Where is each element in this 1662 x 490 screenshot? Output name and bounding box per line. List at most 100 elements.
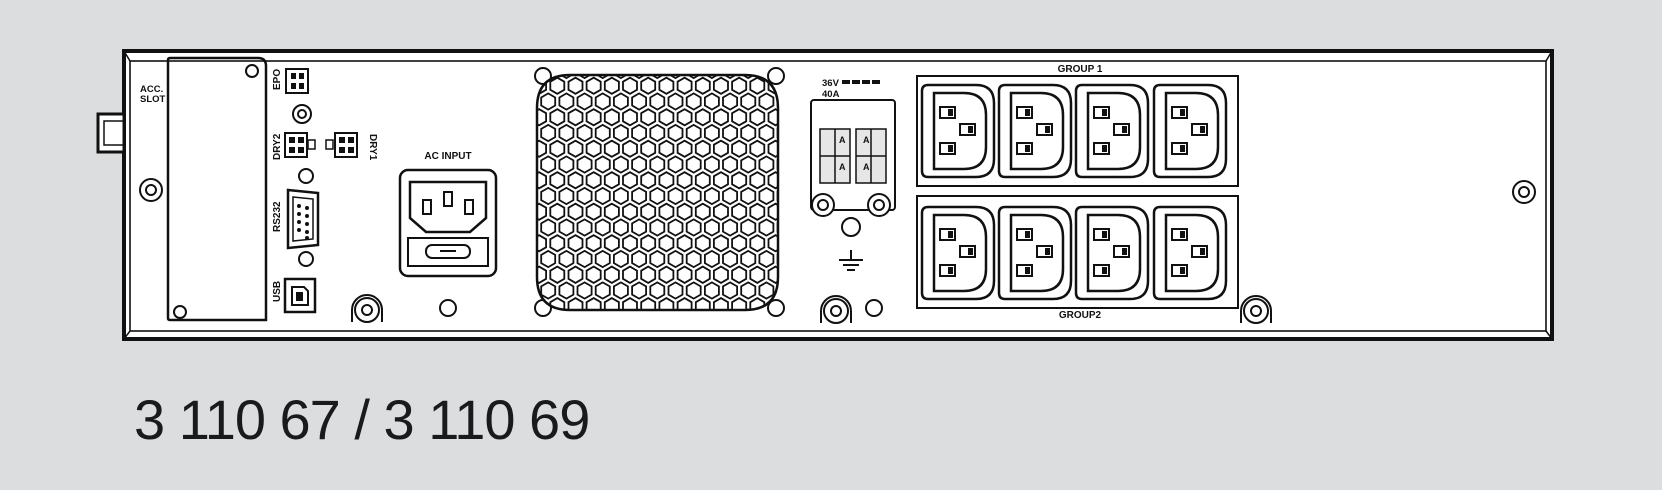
usb-label: USB xyxy=(272,281,283,302)
fan-grill-cell xyxy=(667,123,684,143)
fan-grill-cell xyxy=(622,139,638,158)
fan-grill-cell xyxy=(758,218,775,237)
ac-input[interactable]: AC INPUT xyxy=(398,151,498,278)
screw-icon xyxy=(245,64,259,78)
fan-grill-cell xyxy=(603,297,620,310)
fan-grill-cell xyxy=(558,92,575,111)
rs232-port[interactable]: RS232 xyxy=(272,188,320,250)
fan-grill-cell xyxy=(776,123,778,143)
fan-grill-cell xyxy=(685,281,702,300)
fan-grill-cell xyxy=(537,234,547,253)
fan-grill-cell xyxy=(713,171,729,190)
fan-grill-cell xyxy=(540,155,557,174)
fan-grill-cell xyxy=(594,155,611,174)
ground-icon xyxy=(839,250,863,271)
iec-c13-outlet-icon[interactable] xyxy=(920,205,996,301)
fan-grill-cell xyxy=(749,297,766,310)
fan-grill-cell xyxy=(658,171,675,190)
fan-grill-cell xyxy=(549,202,566,221)
epo-label: EPO xyxy=(272,69,283,90)
fan-grill-cell xyxy=(758,123,775,143)
fan-grill-cell xyxy=(776,92,778,111)
fan-grill-cell xyxy=(694,297,711,310)
fan-grill-cell xyxy=(567,202,584,221)
fan-grill-cell xyxy=(576,155,593,174)
usb-port[interactable]: USB xyxy=(272,277,317,314)
fan-grill-cell xyxy=(667,92,684,111)
fan-grill-cell xyxy=(704,92,720,111)
rs232-label: RS232 xyxy=(272,201,283,232)
fan-grill-cell xyxy=(676,108,693,127)
iec-c13-outlet-icon[interactable] xyxy=(1152,205,1228,301)
fan-grill-cell xyxy=(667,155,684,174)
fan-grill-cell xyxy=(585,265,602,284)
fan-grill-cell xyxy=(722,123,738,143)
fan-grill-cell xyxy=(694,139,711,158)
fan-grill-cell xyxy=(758,249,775,269)
fan-grill-cell xyxy=(694,234,711,253)
iec-c13-outlet-icon[interactable] xyxy=(1152,83,1228,179)
battery-voltage-label: 36V xyxy=(822,78,840,89)
db9-connector-icon xyxy=(286,188,320,250)
fan-grill-cell xyxy=(722,92,738,111)
fan-grill-cell xyxy=(567,234,584,253)
fan-grill-cell xyxy=(585,297,602,310)
fan-grill-cell xyxy=(631,186,647,206)
screw-icon xyxy=(811,193,835,217)
fan-grill-cell xyxy=(740,186,757,206)
fan-grill-cell xyxy=(585,108,602,127)
screw-icon xyxy=(767,299,785,317)
fan-grill-cell xyxy=(540,92,557,111)
fan-grill-cell xyxy=(540,281,557,300)
fan-grill-cell xyxy=(567,171,584,190)
battery-connector[interactable]: 36V 40A A A A A xyxy=(810,78,896,217)
fan-grill-cell xyxy=(731,265,748,284)
fan-grill-cell xyxy=(537,202,547,221)
fan-grill-cell xyxy=(713,265,729,284)
fan-grill-cell xyxy=(685,249,702,269)
fan-grill-cell xyxy=(549,76,566,95)
fan-grill-cell xyxy=(749,108,766,127)
fan-grill-cell xyxy=(576,186,593,206)
screw-icon xyxy=(173,305,187,319)
fan-grill-cell xyxy=(594,218,611,237)
fan-grill-cell xyxy=(576,249,593,269)
fan-grill-cell xyxy=(549,265,566,284)
fan-grill-cell xyxy=(649,186,666,206)
fan-grill-cell xyxy=(767,108,778,127)
fan-grill-cell xyxy=(713,202,729,221)
fan-grill-cell xyxy=(685,155,702,174)
fan-grill-cell xyxy=(776,218,778,237)
screw-icon xyxy=(298,251,314,267)
dry-contact-connectors[interactable]: DRY2 DRY1 xyxy=(272,132,378,161)
fan-grill-cell xyxy=(731,171,748,190)
fan-grill-cell xyxy=(613,218,629,237)
fan-grill-cell xyxy=(558,249,575,269)
fan-grill-cell xyxy=(722,249,738,269)
fan-grill-cell xyxy=(676,265,693,284)
epo-connector[interactable]: EPO xyxy=(272,68,309,94)
fan-grill-cell xyxy=(704,218,720,237)
iec-c13-outlet-icon[interactable] xyxy=(1074,83,1150,179)
iec-c13-outlet-icon[interactable] xyxy=(920,83,996,179)
fan-grill-cell xyxy=(676,202,693,221)
fan-grill-cell xyxy=(631,281,647,300)
fan-grill-cell xyxy=(640,171,657,190)
iec-c13-outlet-icon[interactable] xyxy=(997,205,1073,301)
fan-grill-cell xyxy=(576,92,593,111)
fan-grill-cell xyxy=(776,155,778,174)
fan-grill-cell xyxy=(549,108,566,127)
fan-grill-cell xyxy=(549,171,566,190)
iec-c13-outlet-icon[interactable] xyxy=(1074,205,1150,301)
fan-grill-cell xyxy=(749,265,766,284)
fan-grill-cell xyxy=(685,123,702,143)
fan-grill-cell xyxy=(676,234,693,253)
fan-grill-cell xyxy=(613,281,629,300)
fan-grill-cell xyxy=(667,249,684,269)
fan-grill-cell xyxy=(758,92,775,111)
fan-grill-cell xyxy=(576,123,593,143)
fan-grill-cell xyxy=(740,155,757,174)
iec-c13-outlet-icon[interactable] xyxy=(997,83,1073,179)
fan-grill-cell xyxy=(603,108,620,127)
